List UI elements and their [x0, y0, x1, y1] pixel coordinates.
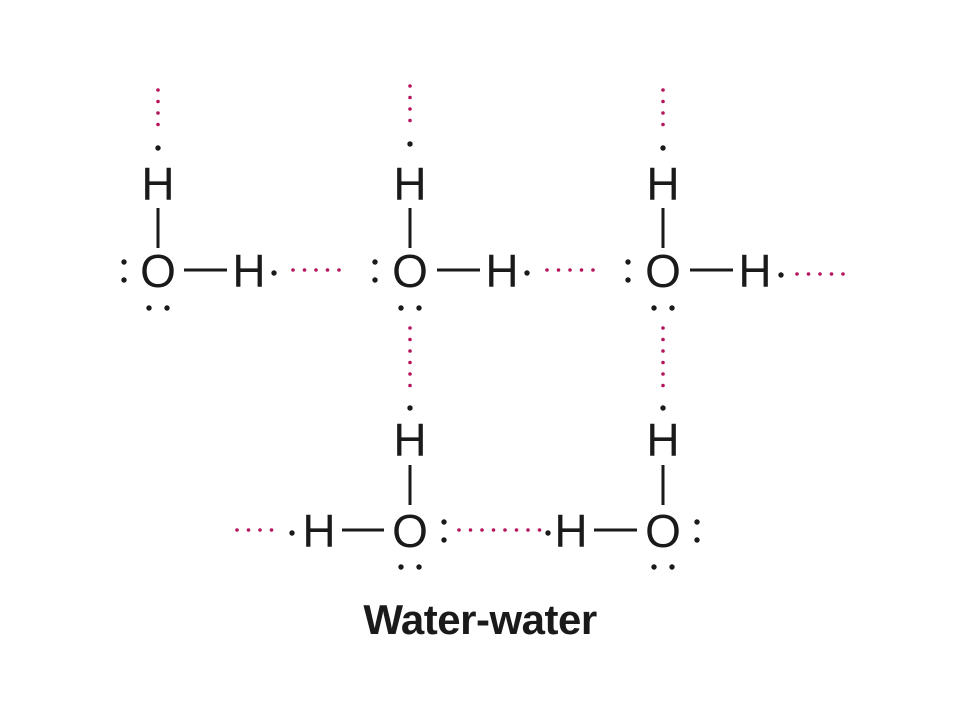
h-dot — [407, 405, 413, 411]
lone-pair-dot — [651, 305, 657, 311]
lone-pair-dot — [694, 537, 700, 543]
lone-pair-dot — [416, 564, 422, 570]
atoms: H O H H O H H O H H O H H O H — [140, 158, 772, 557]
lone-pair-dot — [694, 519, 700, 525]
h-dot — [407, 141, 413, 147]
lone-pair-dot — [398, 564, 404, 570]
h-dot — [289, 530, 295, 536]
hydrogen-atom: H — [646, 414, 679, 466]
lone-pair-dot — [625, 259, 631, 265]
hydrogen-atom: H — [485, 245, 518, 297]
hydrogen-atom: H — [646, 158, 679, 210]
diagram-caption: Water-water — [363, 596, 597, 643]
lone-pairs — [121, 141, 784, 570]
h-dot — [271, 270, 277, 276]
h-dot — [660, 145, 666, 151]
lone-pair-dot — [441, 537, 447, 543]
lone-pair-dot — [651, 564, 657, 570]
lone-pair-dot — [146, 305, 152, 311]
hydrogen-bonds — [156, 84, 846, 532]
hydrogen-atom: H — [232, 245, 265, 297]
h-dot — [660, 405, 666, 411]
covalent-bonds — [156, 208, 733, 532]
hydrogen-atom: H — [738, 245, 771, 297]
oxygen-atom: O — [392, 505, 428, 557]
oxygen-atom: O — [392, 245, 428, 297]
lone-pair-dot — [669, 305, 675, 311]
hydrogen-atom: H — [393, 158, 426, 210]
lone-pair-dot — [372, 277, 378, 283]
h-dot — [778, 272, 784, 278]
h-dot — [155, 145, 161, 151]
lone-pair-dot — [398, 305, 404, 311]
hydrogen-atom: H — [554, 505, 587, 557]
hydrogen-atom: H — [393, 414, 426, 466]
h-dot — [545, 530, 551, 536]
hydrogen-atom: H — [302, 505, 335, 557]
lone-pair-dot — [625, 277, 631, 283]
lone-pair-dot — [121, 259, 127, 265]
lone-pair-dot — [669, 564, 675, 570]
lone-pair-dot — [441, 519, 447, 525]
lone-pair-dot — [121, 277, 127, 283]
lone-pair-dot — [416, 305, 422, 311]
oxygen-atom: O — [645, 245, 681, 297]
oxygen-atom: O — [140, 245, 176, 297]
lone-pair-dot — [372, 259, 378, 265]
hydrogen-atom: H — [141, 158, 174, 210]
lone-pair-dot — [164, 305, 170, 311]
oxygen-atom: O — [645, 505, 681, 557]
h-dot — [524, 270, 530, 276]
